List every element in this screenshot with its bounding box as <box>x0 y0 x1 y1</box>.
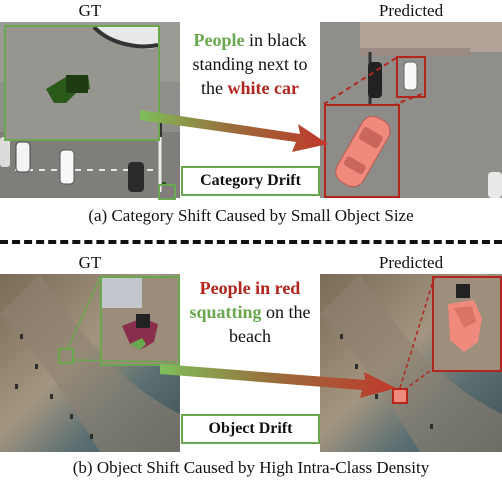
category-drift-label: Category Drift <box>181 166 320 196</box>
bottom-gt-small-box <box>58 348 74 364</box>
bottom-pred-small-box <box>392 388 408 404</box>
bottom-caption: (b) Object Shift Caused by High Intra-Cl… <box>72 458 430 477</box>
top-pred-zoom-inset <box>324 104 400 198</box>
top-desc-text: in black standing next to the <box>192 30 308 98</box>
bottom-description: People in red squatting on the beach <box>184 276 316 348</box>
bottom-desc-green: squatting <box>189 302 262 322</box>
top-drift-arrow <box>140 110 328 152</box>
bottom-desc-red: People in red <box>199 278 301 298</box>
top-desc-green: People <box>193 30 245 50</box>
top-pred-image <box>320 22 502 198</box>
top-description: People in black standing next to the whi… <box>184 28 316 100</box>
bottom-gt-connectors <box>67 277 177 363</box>
bottom-drift-arrow <box>160 364 396 398</box>
top-desc-red: white car <box>227 78 299 98</box>
top-pred-connectors <box>323 57 423 105</box>
bottom-gt-label: GT <box>78 253 102 272</box>
panel-divider <box>0 240 502 244</box>
bottom-predicted-label: Predicted <box>378 253 444 272</box>
bottom-desc-text: on the beach <box>229 302 311 346</box>
top-predicted-label: Predicted <box>378 1 444 20</box>
bottom-pred-connectors <box>399 277 435 391</box>
top-pred-white-car-box <box>396 56 426 98</box>
top-caption: (a) Category Shift Caused by Small Objec… <box>88 206 414 225</box>
top-gt-small-box <box>158 184 176 200</box>
top-gt-label: GT <box>78 1 102 20</box>
bottom-pred-zoom-inset <box>432 276 502 372</box>
object-drift-label: Object Drift <box>181 414 320 444</box>
bottom-gt-image <box>0 274 180 452</box>
bottom-gt-zoom-inset <box>100 276 180 366</box>
top-gt-zoom-inset <box>4 25 160 141</box>
